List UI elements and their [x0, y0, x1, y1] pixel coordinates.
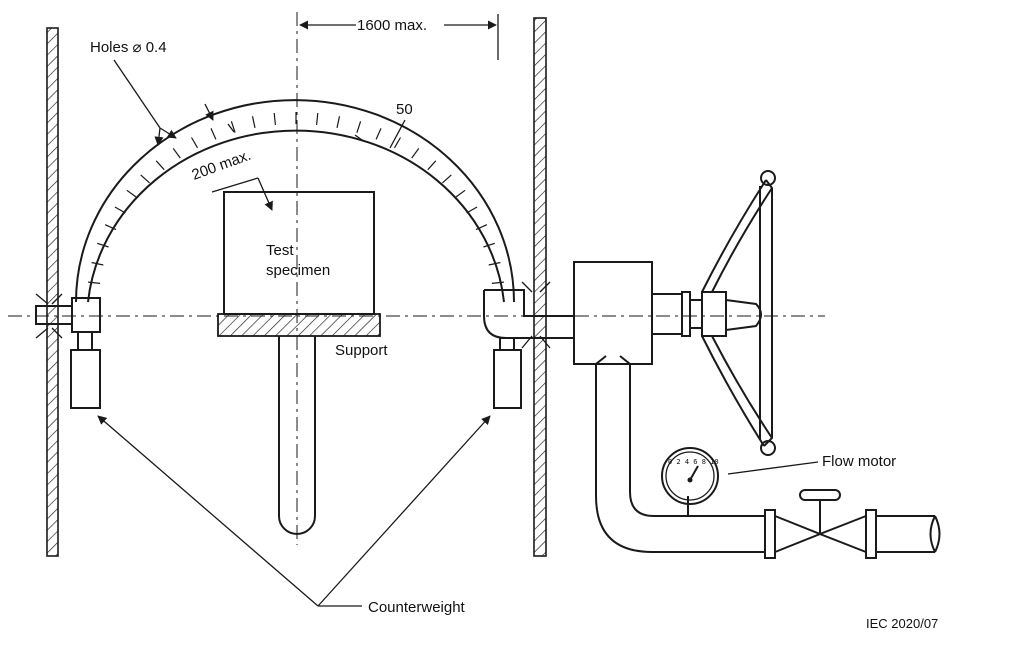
spray-hole-tick [88, 281, 101, 284]
spray-hole-tick [356, 121, 362, 133]
spray-hole-tick [411, 147, 420, 159]
holes-callout: Holes ⌀ 0.4 [90, 39, 177, 146]
spray-hole-tick [155, 160, 165, 171]
spray-hole-tick [475, 224, 488, 231]
test-specimen-label-line1: Test [266, 242, 294, 259]
spray-hole-tick [230, 121, 236, 133]
spray-hole-tick [126, 189, 137, 198]
gauge-scale: 0 2 4 6 8 10 [668, 458, 719, 466]
spray-hole-tick [273, 112, 276, 126]
right-counterweight [493, 349, 522, 409]
dimension-1600-label: 1600 max. [357, 17, 427, 34]
left-pivot [35, 293, 101, 409]
spray-hole-tick [91, 261, 104, 266]
support: Support [217, 313, 388, 535]
counterweight-callout: Counterweight [97, 415, 491, 616]
flow-motor-callout: Flow motor [727, 453, 896, 475]
handwheel[interactable] [701, 170, 776, 456]
spray-arc-tube [75, 99, 515, 303]
holes-label: Holes ⌀ 0.4 [90, 39, 167, 56]
left-wall [46, 27, 59, 557]
right-pivot [483, 281, 574, 409]
reference-code: IEC 2020/07 [866, 616, 938, 631]
counterweight-label: Counterweight [368, 599, 466, 616]
spray-hole-tick [172, 147, 181, 159]
spray-hole-tick [483, 242, 495, 248]
spray-hole-tick [375, 128, 382, 140]
valve[interactable] [764, 489, 877, 559]
spray-hole-tick [140, 174, 151, 184]
dimension-1600: 1600 max. [299, 14, 499, 60]
left-counterweight [70, 349, 101, 409]
spray-hole-tick [336, 116, 341, 129]
flow-pipe [595, 355, 941, 553]
spray-hole-tick [104, 224, 117, 231]
dimension-50-label: 50 [396, 101, 413, 118]
spray-hole-tick [441, 174, 452, 184]
spray-hole-tick [316, 112, 319, 126]
spray-hole-tick [393, 137, 402, 149]
dimension-50: 50 [354, 101, 413, 149]
flow-motor-label: Flow motor [822, 453, 896, 470]
valve-handle[interactable] [799, 489, 841, 501]
spray-hole-tick [251, 116, 256, 129]
spray-hole-tick [427, 160, 437, 171]
spray-hole-tick [114, 206, 126, 214]
spray-hole-tick [455, 189, 466, 198]
spray-hole-tick [488, 261, 501, 266]
spray-hole-ticks [88, 112, 504, 284]
right-wall [533, 17, 547, 557]
support-label: Support [335, 342, 388, 359]
motor-housing [573, 261, 762, 365]
spray-hole-tick [210, 128, 217, 140]
test-specimen-label-line2: specimen [266, 262, 330, 279]
spray-hole-tick [466, 206, 478, 214]
flow-gauge: 0 2 4 6 8 10 [661, 447, 719, 516]
spray-hole-tick [190, 137, 199, 149]
spray-hole-tick [97, 242, 109, 248]
spray-hole-tick [491, 281, 504, 284]
test-specimen: Test specimen [223, 191, 375, 315]
